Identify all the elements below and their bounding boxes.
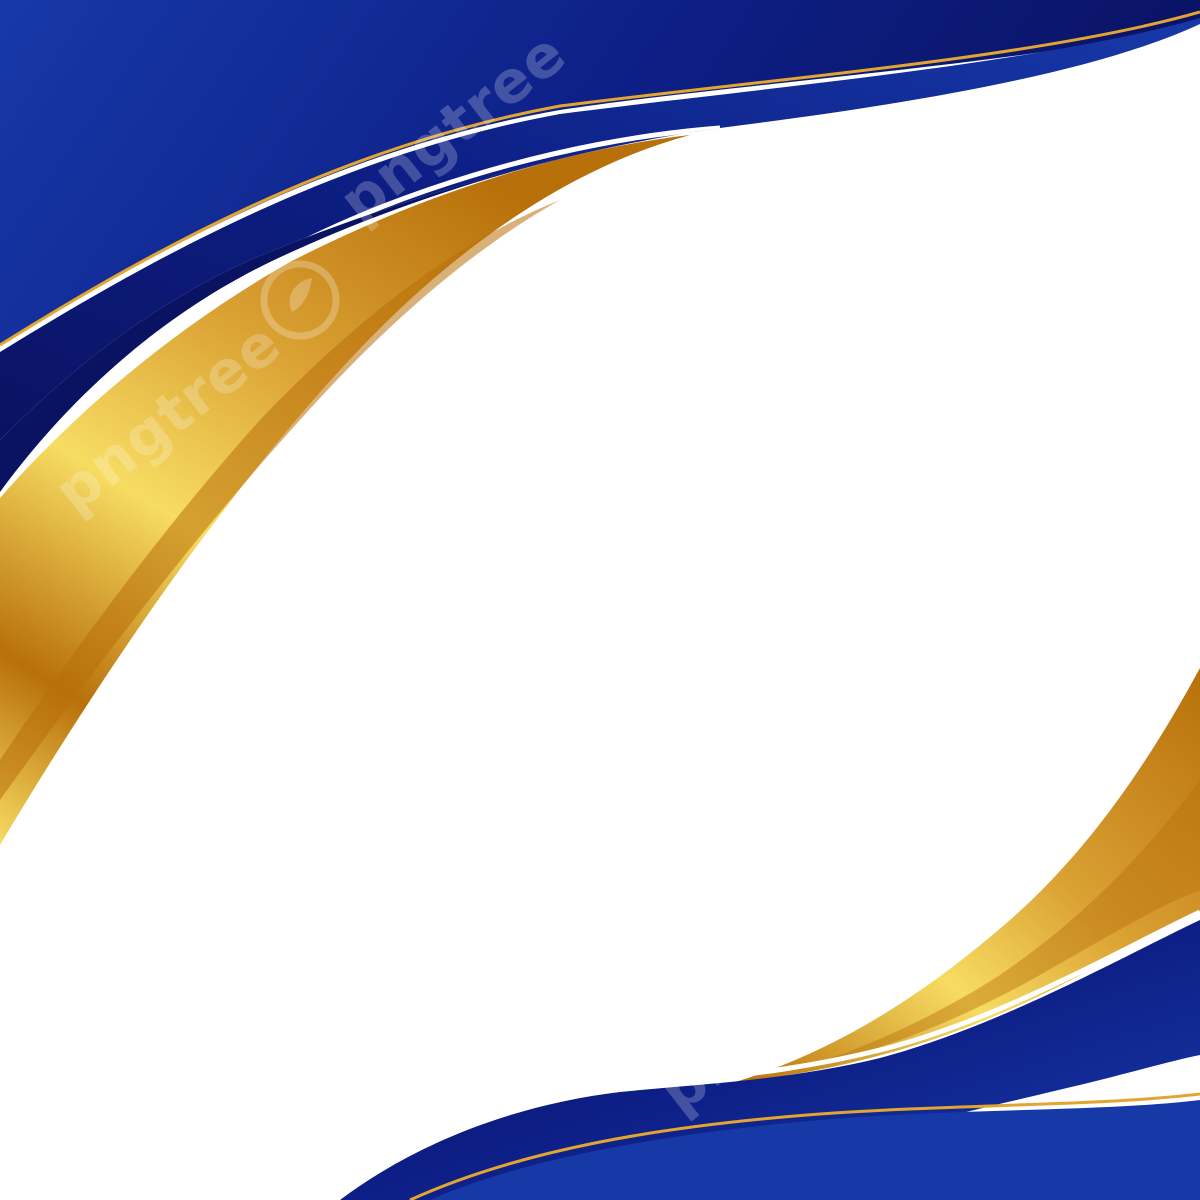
- pngtree-leaf-icon: [260, 260, 340, 340]
- top-left-blue-band: [0, 18, 1200, 440]
- bottom-right-gold-shade: [790, 780, 1200, 1072]
- bottom-right-blue-field: [430, 1100, 1200, 1200]
- top-left-gold-ribbon: [0, 135, 690, 845]
- bottom-right-white-line: [679, 909, 1200, 1085]
- bottom-right-gold-ribbon: [735, 668, 1200, 1082]
- bottom-right-blue-band: [340, 920, 1200, 1200]
- top-left-blue-field: [0, 0, 1200, 345]
- top-left-gold-line: [0, 10, 1200, 347]
- bottom-right-gold-line: [409, 1092, 1200, 1200]
